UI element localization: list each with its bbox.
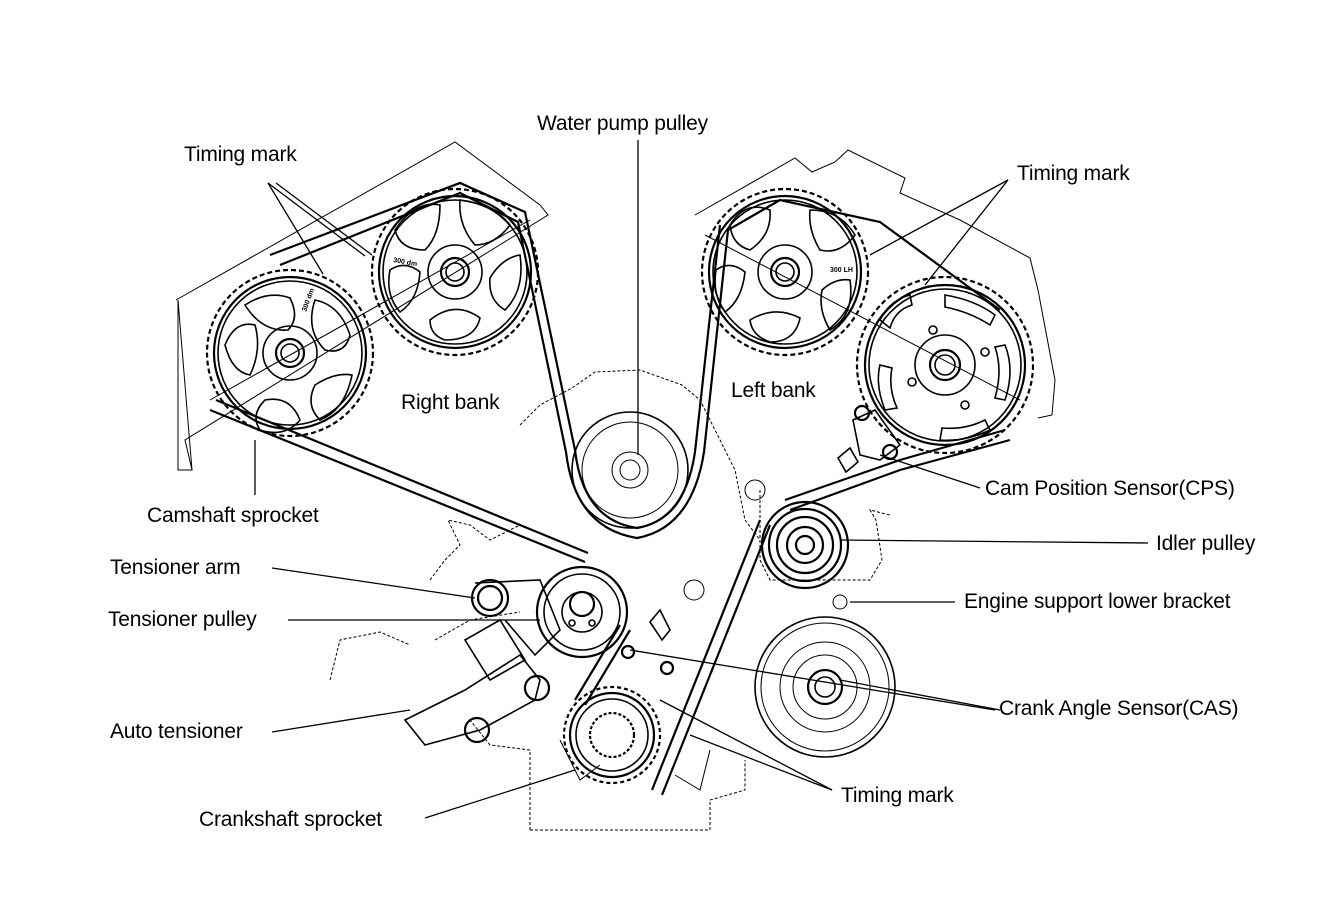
label-engine-support-lower-bracket: Engine support lower bracket [964, 590, 1231, 613]
alignment-line-left [704, 234, 1021, 401]
label-cam-position-sensor: Cam Position Sensor(CPS) [985, 477, 1235, 500]
sprocket-mark-left-upper: 300 LH [830, 267, 853, 274]
auto-tensioner [403, 618, 551, 746]
bracket-hole [832, 594, 848, 610]
sprocket-mark-right-lower: 300 dm [301, 288, 316, 313]
left-head-cover-outline [694, 149, 1056, 419]
label-timing-mark-top-left: Timing mark [184, 143, 297, 166]
crankshaft-pulley [754, 616, 896, 758]
label-timing-mark-bottom: Timing mark [841, 784, 954, 807]
crankshaft-sprocket [559, 685, 711, 791]
right-head-cover-outline [175, 141, 549, 471]
idler-pulley [760, 500, 850, 590]
crank-angle-sensor [620, 608, 675, 676]
label-left-bank: Left bank [731, 379, 816, 402]
water-pump-pulley [571, 411, 689, 529]
label-timing-mark-top-right: Timing mark [1017, 162, 1130, 185]
right-bank-upper-camshaft-sprocket: 300 dm [370, 187, 540, 357]
engine-block-left [429, 519, 521, 581]
label-tensioner-pulley: Tensioner pulley [108, 608, 257, 631]
label-right-bank: Right bank [401, 391, 500, 414]
label-auto-tensioner: Auto tensioner [110, 720, 243, 743]
tensioner-pulley [535, 565, 629, 659]
right-bank-lower-camshaft-sprocket: 300 dm [205, 268, 375, 438]
cam-position-sensor [836, 404, 902, 474]
label-crankshaft-sprocket: Crankshaft sprocket [199, 808, 382, 831]
alignment-line-right [209, 219, 531, 401]
label-water-pump-pulley: Water pump pulley [537, 112, 708, 135]
engine-mount-boss [683, 579, 705, 601]
left-bank-upper-camshaft-sprocket: 300 LH [700, 187, 870, 357]
sprocket-mark-right-upper: 300 dm [393, 257, 418, 268]
left-bank-lower-camshaft-sprocket [855, 275, 1035, 455]
label-idler-pulley: Idler pulley [1156, 532, 1256, 555]
label-crank-angle-sensor: Crank Angle Sensor(CAS) [999, 697, 1239, 720]
timing-belt [209, 181, 1011, 796]
lower-case-outline [329, 611, 746, 831]
leader-lines [254, 140, 1149, 819]
engine-boss [744, 479, 766, 501]
engine-block-outline [519, 369, 761, 541]
label-camshaft-sprocket: Camshaft sprocket [147, 504, 319, 527]
lower-right-bracket [759, 490, 891, 581]
label-tensioner-arm: Tensioner arm [110, 556, 241, 579]
